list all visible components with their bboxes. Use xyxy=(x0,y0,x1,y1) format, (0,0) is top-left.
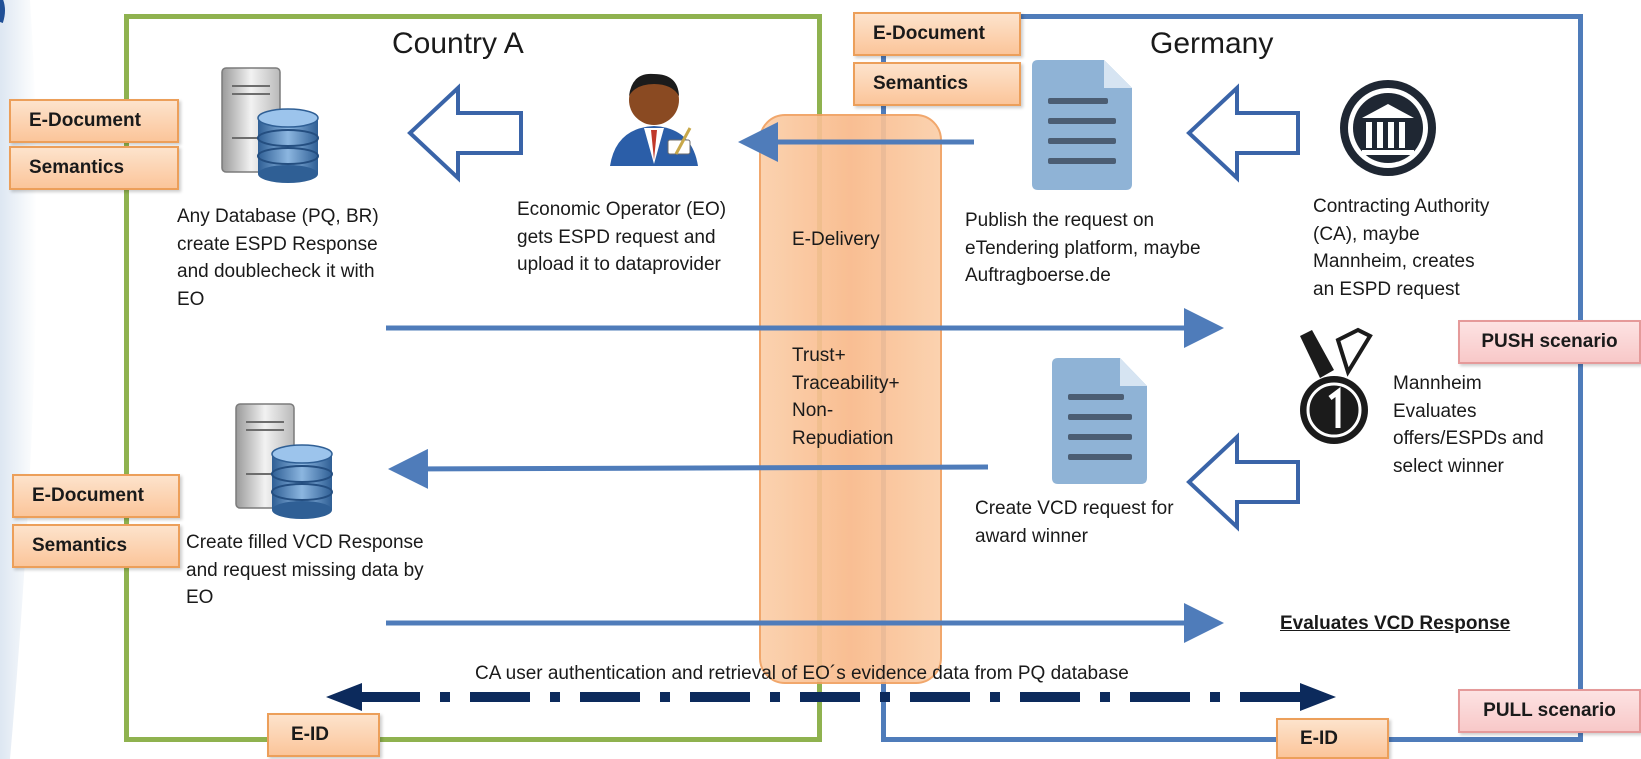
award-medal-icon xyxy=(1300,327,1373,444)
document-icon-2 xyxy=(1052,358,1147,484)
trust-label: Trust+ Traceability+ Non- Repudiation xyxy=(792,345,900,449)
tag-eid-left: E-ID xyxy=(267,713,380,757)
business-person-icon xyxy=(610,73,698,166)
database-server-icon xyxy=(221,67,319,183)
evaluate-vcd-text: Evaluates VCD Response xyxy=(1280,613,1511,634)
vcd-request-text: Create VCD request for award winner xyxy=(975,498,1174,547)
eo-step-text: Economic Operator (EO) gets ESPD request… xyxy=(517,199,727,275)
tag-semantics-db2: Semantics xyxy=(12,524,180,568)
vcd-response-text: Create filled VCD Response and request m… xyxy=(186,532,424,608)
tag-eid-right: E-ID xyxy=(1276,718,1389,759)
e-delivery-channel xyxy=(759,114,942,684)
germany-title: Germany xyxy=(1150,27,1274,60)
country-a-title: Country A xyxy=(392,27,524,60)
pull-scenario-badge: PULL scenario xyxy=(1458,689,1641,733)
government-building-icon xyxy=(1340,80,1436,176)
tag-edocument-db2: E-Document xyxy=(12,474,180,518)
tag-semantics-db1: Semantics xyxy=(9,146,179,190)
evaluate-step-text: Mannheim Evaluates offers/ESPDs and sele… xyxy=(1393,373,1544,477)
arrow-vcd-request xyxy=(388,448,989,489)
push-scenario-badge: PUSH scenario xyxy=(1458,320,1641,364)
flow-arrow-outline-3 xyxy=(1186,432,1300,532)
tag-edocument-db1: E-Document xyxy=(9,99,179,143)
database-server-icon-2 xyxy=(235,403,333,519)
database-step-text: Any Database (PQ, BR) create ESPD Respon… xyxy=(177,206,379,310)
e-delivery-label: E-Delivery xyxy=(792,229,880,250)
tag-edocument-de: E-Document xyxy=(853,12,1021,56)
flow-arrow-outline-2 xyxy=(1186,83,1300,183)
publish-step-text: Publish the request on eTendering platfo… xyxy=(965,210,1201,286)
ca-step-text: Contracting Authority (CA), maybe Mannhe… xyxy=(1313,196,1490,300)
pull-caption: CA user authentication and retrieval of … xyxy=(475,663,1129,684)
tag-semantics-de: Semantics xyxy=(853,62,1021,106)
flow-arrow-outline-1 xyxy=(407,83,523,183)
pull-double-arrow xyxy=(326,683,1336,711)
document-icon xyxy=(1032,60,1132,190)
